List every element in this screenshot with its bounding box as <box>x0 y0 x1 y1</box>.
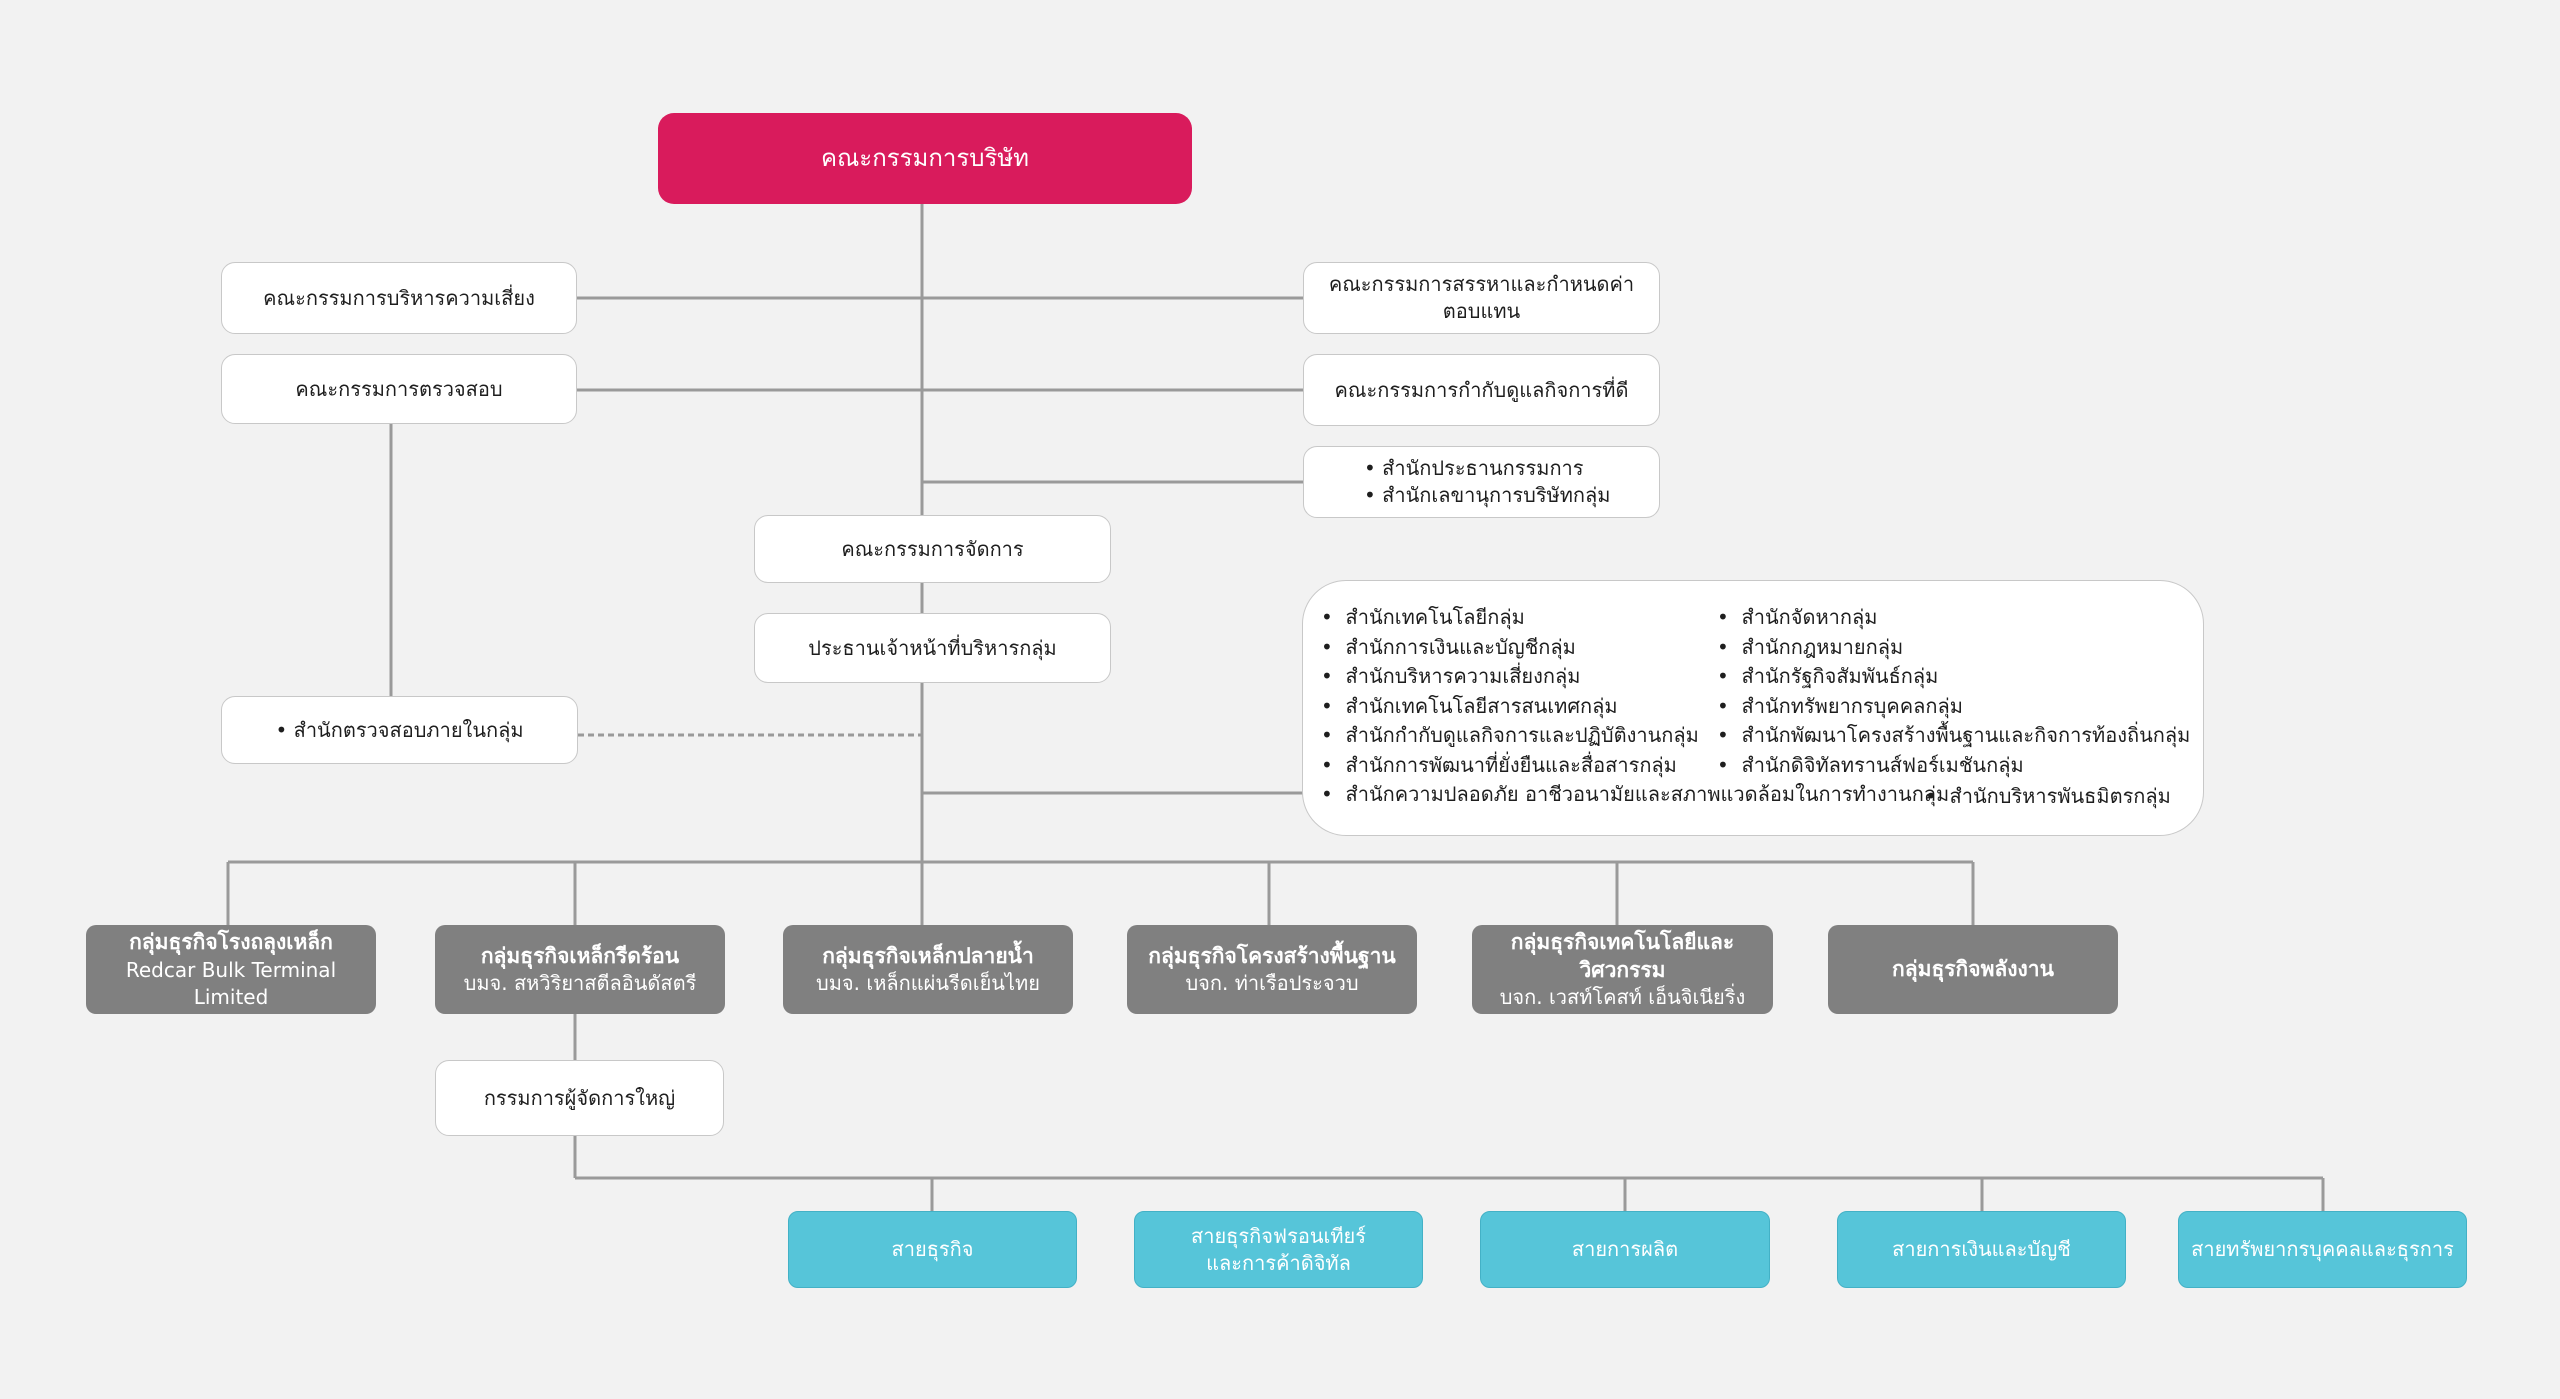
division-hr-admin[interactable]: สายทรัพยากรบุคคลและธุรการ <box>2178 1211 2467 1288</box>
group-offices-panel[interactable]: สำนักเทคโนโลยีกลุ่ม สำนักการเงินและบัญชี… <box>1302 580 2204 836</box>
business-group-downstream[interactable]: กลุ่มธุรกิจเหล็กปลายน้ำ บมจ. เหล็กแผ่นรี… <box>783 925 1073 1014</box>
business-group-company: บมจ. เหล็กแผ่นรีดเย็นไทย <box>816 971 1040 996</box>
offices-right-column: สำนักจัดหากลุ่ม สำนักกฎหมายกลุ่ม สำนักรั… <box>1717 603 2191 781</box>
office-item: สำนักทรัพยากรบุคคลกลุ่ม <box>1717 692 2190 722</box>
corporate-governance-committee[interactable]: คณะกรรมการกำกับดูแลกิจการที่ดี <box>1303 354 1660 426</box>
president-box[interactable]: กรรมการผู้จัดการใหญ่ <box>435 1060 724 1136</box>
business-group-company: บมจ. สหวิริยาสตีลอินดัสตรี <box>463 971 697 996</box>
office-item: สำนักการเงินและบัญชีกลุ่ม <box>1321 633 1949 663</box>
business-group-company: บจก. เวสท์โคสท์ เอ็นจิเนียริ่ง <box>1499 985 1746 1010</box>
division-finance-accounting[interactable]: สายการเงินและบัญชี <box>1837 1211 2126 1288</box>
business-group-energy[interactable]: กลุ่มธุรกิจพลังงาน <box>1828 925 2118 1014</box>
risk-management-committee[interactable]: คณะกรรมการบริหารความเสี่ยง <box>221 262 577 334</box>
business-group-name: กลุ่มธุรกิจเทคโนโลยีและวิศวกรรม <box>1510 929 1735 982</box>
division-frontier-digital[interactable]: สายธุรกิจฟรอนเทียร์ และการค้าดิจิทัล <box>1134 1211 1423 1288</box>
office-item: สำนักกำกับดูแลกิจการและปฏิบัติงานกลุ่ม <box>1321 721 1949 751</box>
chairman-secretary-offices[interactable]: สำนักประธานกรรมการ สำนักเลขานุการบริษัทก… <box>1303 446 1660 518</box>
business-group-hot-rolled[interactable]: กลุ่มธุรกิจเหล็กรีดร้อน บมจ. สหวิริยาสตี… <box>435 925 725 1014</box>
division-production[interactable]: สายการผลิต <box>1480 1211 1770 1288</box>
office-item: สำนักจัดหากลุ่ม <box>1717 603 2190 633</box>
business-group-ironmaking[interactable]: กลุ่มธุรกิจโรงถลุงเหล็ก Redcar Bulk Term… <box>86 925 376 1014</box>
business-group-infrastructure[interactable]: กลุ่มธุรกิจโครงสร้างพื้นฐาน บจก. ท่าเรือ… <box>1127 925 1417 1014</box>
division-label: สายการเงินและบัญชี <box>1892 1237 2071 1261</box>
business-group-name: กลุ่มธุรกิจพลังงาน <box>1892 957 2054 982</box>
office-chairman: สำนักประธานกรรมการ <box>1364 455 1583 482</box>
division-business[interactable]: สายธุรกิจ <box>788 1211 1077 1288</box>
office-item: สำนักกฎหมายกลุ่ม <box>1717 633 2190 663</box>
office-item: สำนักการพัฒนาที่ยั่งยืนและสื่อสารกลุ่ม <box>1321 751 1949 781</box>
office-item: สำนักบริหารพันธมิตรกลุ่ม <box>1925 780 2171 812</box>
division-label: สายทรัพยากรบุคคลและธุรการ <box>2191 1237 2454 1261</box>
office-item: สำนักความปลอดภัย อาชีวอนามัยและสภาพแวดล้… <box>1321 780 1950 810</box>
office-item: สำนักเทคโนโลยีสารสนเทศกลุ่ม <box>1321 692 1949 722</box>
business-group-name: กลุ่มธุรกิจโครงสร้างพื้นฐาน <box>1148 943 1396 968</box>
business-group-engineering[interactable]: กลุ่มธุรกิจเทคโนโลยีและวิศวกรรม บจก. เวส… <box>1472 925 1773 1014</box>
offices-left-column: สำนักเทคโนโลยีกลุ่ม สำนักการเงินและบัญชี… <box>1321 603 1950 810</box>
business-group-company: Redcar Bulk Terminal Limited <box>125 957 337 1009</box>
internal-audit-office[interactable]: • สำนักตรวจสอบภายในกลุ่ม <box>221 696 578 764</box>
office-item: สำนักบริหารความเสี่ยงกลุ่ม <box>1321 662 1949 692</box>
division-label: และการค้าดิจิทัล <box>1206 1250 1351 1275</box>
business-group-name: กลุ่มธุรกิจโรงถลุงเหล็ก <box>129 930 333 955</box>
audit-committee[interactable]: คณะกรรมการตรวจสอบ <box>221 354 577 424</box>
office-item: สำนักเทคโนโลยีกลุ่ม <box>1321 603 1949 633</box>
group-ceo[interactable]: ประธานเจ้าหน้าที่บริหารกลุ่ม <box>754 613 1111 683</box>
division-label: สายธุรกิจฟรอนเทียร์ <box>1191 1223 1366 1248</box>
division-label: สายธุรกิจ <box>891 1237 974 1261</box>
office-company-secretary: สำนักเลขานุการบริษัทกลุ่ม <box>1364 482 1610 509</box>
office-item: สำนักดิจิทัลทรานส์ฟอร์เมชันกลุ่ม <box>1717 751 2190 781</box>
business-group-company: บจก. ท่าเรือประจวบ <box>1185 971 1359 996</box>
office-item: สำนักพัฒนาโครงสร้างพื้นฐานและกิจการท้องถ… <box>1717 721 2191 751</box>
business-group-name: กลุ่มธุรกิจเหล็กรีดร้อน <box>480 943 680 968</box>
division-label: สายการผลิต <box>1571 1237 1679 1261</box>
nomination-remuneration-committee[interactable]: คณะกรรมการสรรหาและกำหนดค่าตอบแทน <box>1303 262 1660 334</box>
business-group-name: กลุ่มธุรกิจเหล็กปลายน้ำ <box>822 943 1034 968</box>
office-item: สำนักรัฐกิจสัมพันธ์กลุ่ม <box>1717 662 2190 692</box>
management-committee[interactable]: คณะกรรมการจัดการ <box>754 515 1111 583</box>
board-of-directors[interactable]: คณะกรรมการบริษัท <box>658 113 1192 204</box>
internal-audit-label: • สำนักตรวจสอบภายในกลุ่ม <box>275 717 524 742</box>
